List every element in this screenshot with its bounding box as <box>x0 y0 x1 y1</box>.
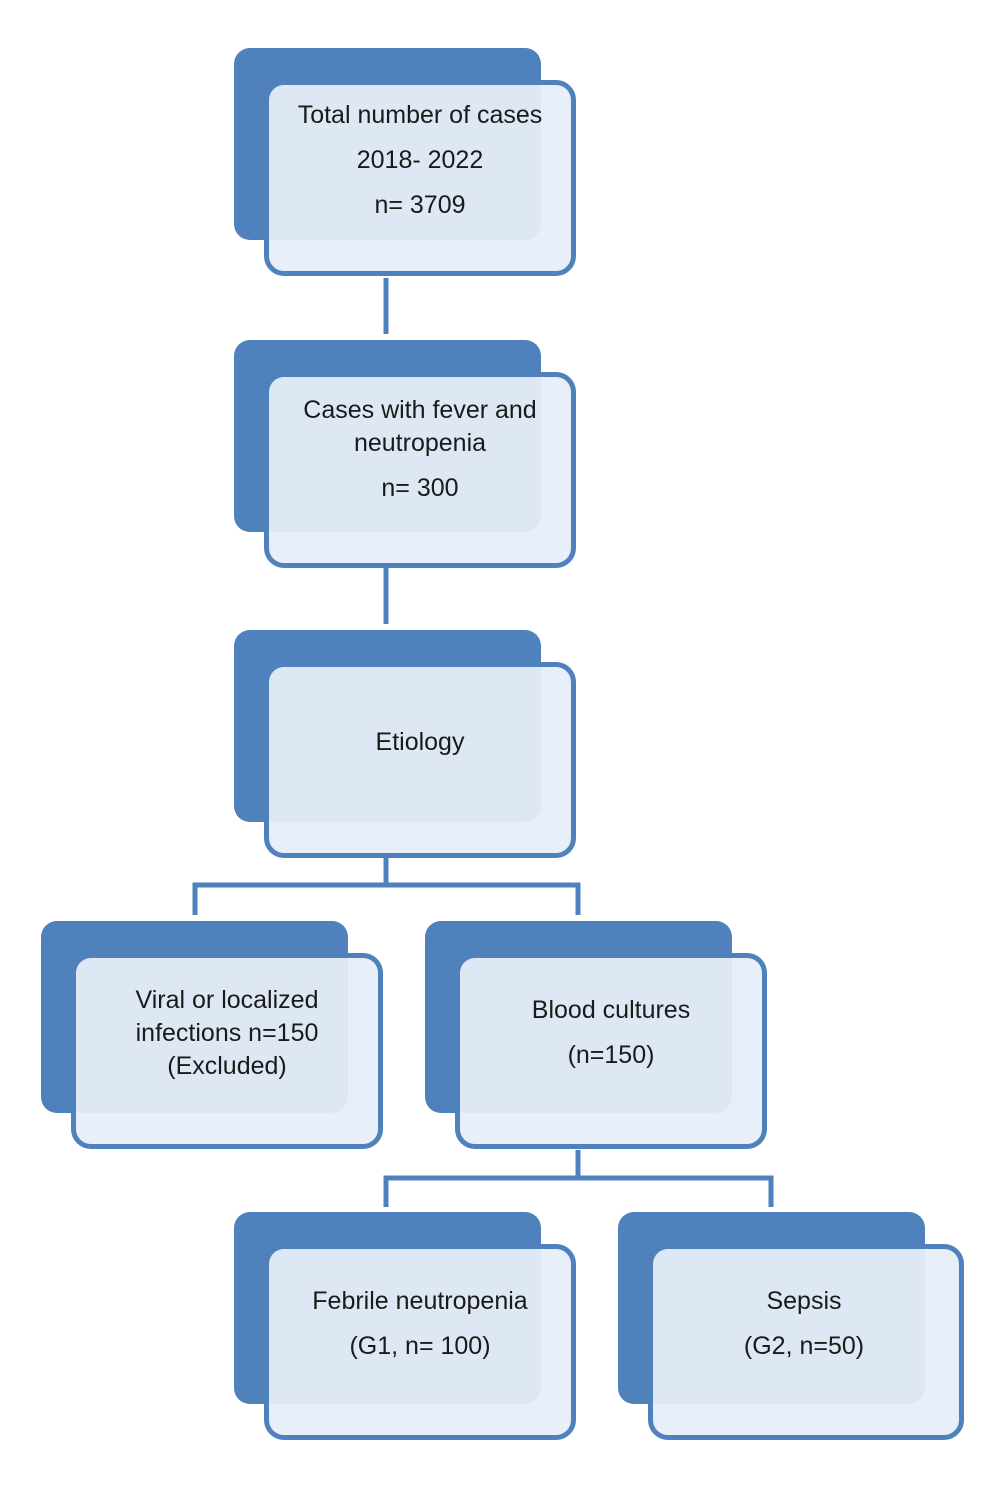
node-sepsis-label: Sepsis (G2, n=50) <box>743 1287 865 1360</box>
edge-blood-sepsis <box>578 1175 774 1207</box>
node-total-cases-label: Total number of cases 2018- 2022 n= 3709 <box>297 100 543 219</box>
edge-blood-branches <box>383 1150 581 1207</box>
node-fever-neutropenia-label: Cases with fever and neutropenia n= 300 <box>303 395 537 502</box>
edge-etiology-branches <box>192 858 389 915</box>
node-blood-cultures-label: Blood cultures (n=150) <box>531 996 691 1069</box>
node-etiology-label: Etiology <box>375 727 465 756</box>
node-viral-localized-label: Viral or localized infections n=150 (Exc… <box>135 985 319 1080</box>
node-febrile-neutropenia-label: Febrile neutropenia (G1, n= 100) <box>312 1287 528 1360</box>
edge-etiology-blood <box>386 882 581 915</box>
